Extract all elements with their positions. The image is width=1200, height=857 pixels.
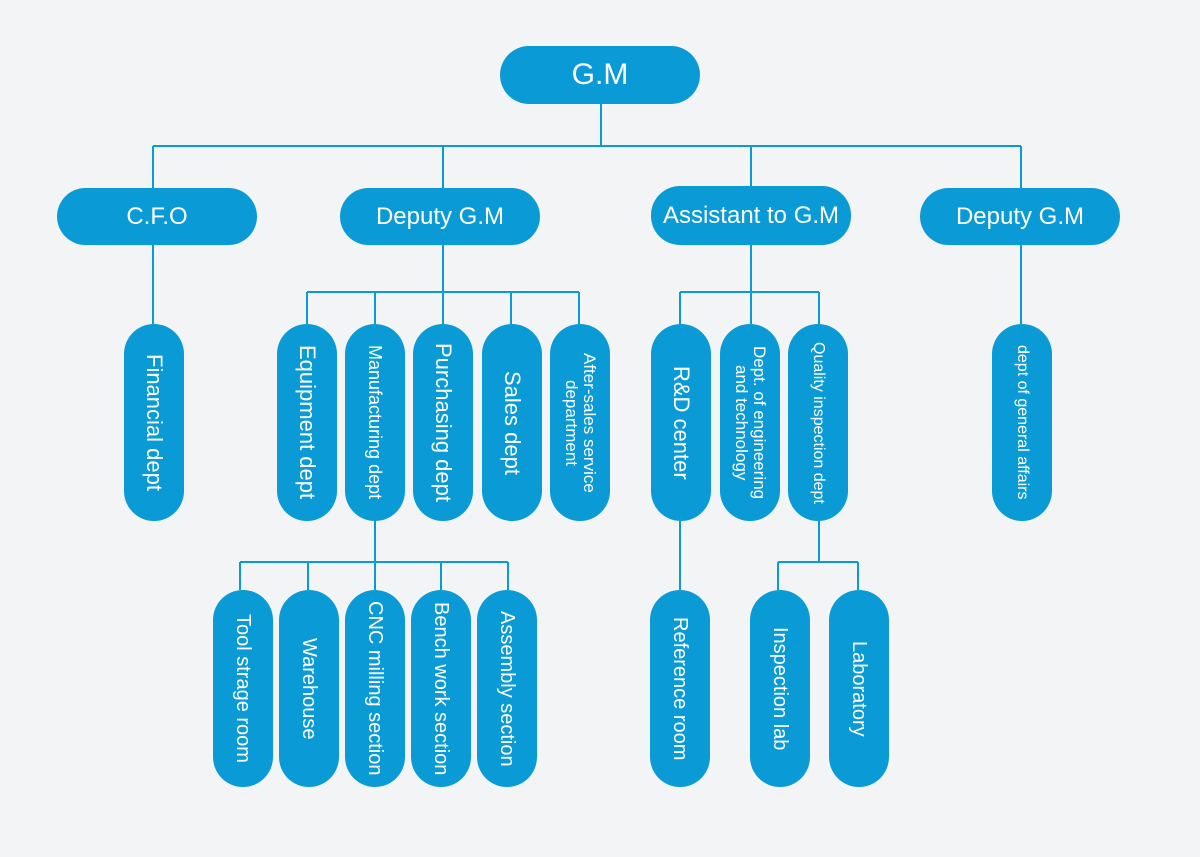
deputy-gm-1-label: Deputy G.M <box>375 202 505 230</box>
bench-work-node: Bench work section <box>411 590 471 787</box>
after-sales-node: After-sales service department <box>550 324 610 521</box>
purchasing-dept-label: Purchasing dept <box>431 343 456 502</box>
cnc-milling-label: CNC milling section <box>364 601 386 776</box>
cfo-node: C.F.O <box>57 188 257 245</box>
bench-work-label: Bench work section <box>430 601 452 776</box>
assembly-node: Assembly section <box>477 590 537 787</box>
sales-dept-label: Sales dept <box>500 370 525 475</box>
general-affairs-node: dept of general affairs <box>992 324 1052 521</box>
purchasing-dept-node: Purchasing dept <box>413 324 473 521</box>
assistant-gm-label: Assistant to G.M <box>662 201 840 229</box>
quality-dept-label: Quality inspection dept <box>810 341 827 504</box>
rd-center-label: R&D center <box>669 365 694 480</box>
financial-dept-node: Financial dept <box>124 324 184 521</box>
reference-room-label: Reference room <box>669 616 691 761</box>
inspection-lab-node: Inspection lab <box>750 590 810 787</box>
sales-dept-node: Sales dept <box>482 324 542 521</box>
reference-room-node: Reference room <box>650 590 710 787</box>
deputy-gm-1-node: Deputy G.M <box>340 188 540 245</box>
inspection-lab-label: Inspection lab <box>769 626 791 751</box>
engineering-dept-node: Dept. of engineering and technology <box>720 324 780 521</box>
after-sales-label: After-sales service department <box>562 352 599 493</box>
laboratory-label: Laboratory <box>848 640 870 737</box>
warehouse-node: Warehouse <box>279 590 339 787</box>
gm-label: G.M <box>571 58 629 91</box>
engineering-dept-label: Dept. of engineering and technology <box>732 345 769 500</box>
rd-center-node: R&D center <box>651 324 711 521</box>
manufacturing-dept-label: Manufacturing dept <box>365 345 385 500</box>
assistant-gm-node: Assistant to G.M <box>651 186 851 245</box>
laboratory-node: Laboratory <box>829 590 889 787</box>
financial-dept-label: Financial dept <box>142 354 167 491</box>
tool-storage-label: Tool strage room <box>232 614 254 763</box>
deputy-gm-2-node: Deputy G.M <box>920 188 1120 245</box>
warehouse-label: Warehouse <box>298 637 320 740</box>
manufacturing-dept-node: Manufacturing dept <box>345 324 405 521</box>
tool-storage-node: Tool strage room <box>213 590 273 787</box>
equipment-dept-label: Equipment dept <box>295 345 320 500</box>
assembly-label: Assembly section <box>496 610 518 767</box>
cfo-label: C.F.O <box>126 202 188 230</box>
general-affairs-label: dept of general affairs <box>1014 345 1031 500</box>
equipment-dept-node: Equipment dept <box>277 324 337 521</box>
cnc-milling-node: CNC milling section <box>345 590 405 787</box>
quality-dept-node: Quality inspection dept <box>788 324 848 521</box>
gm-node: G.M <box>500 46 700 104</box>
deputy-gm-2-label: Deputy G.M <box>955 202 1085 230</box>
